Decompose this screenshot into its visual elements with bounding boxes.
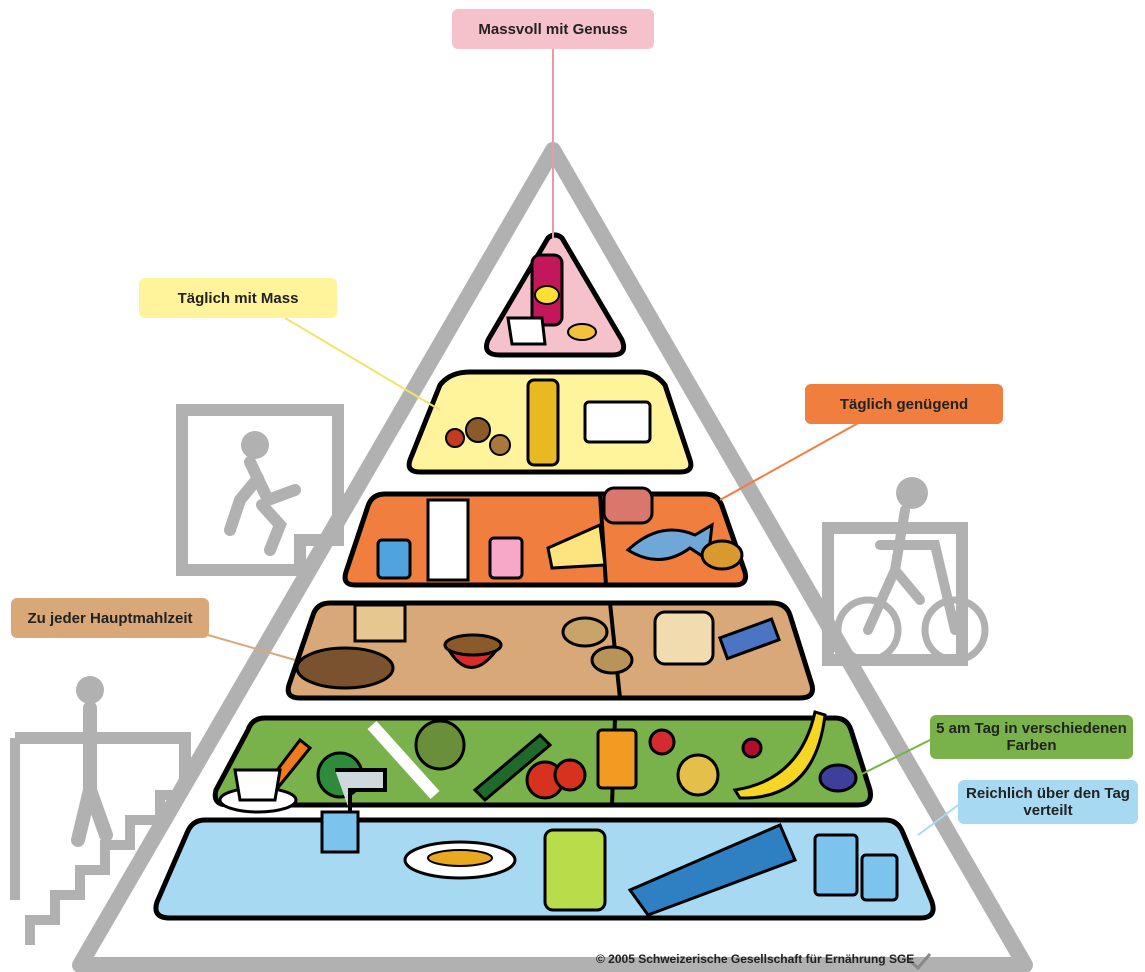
leek bbox=[367, 720, 440, 800]
milk-carton bbox=[426, 498, 470, 582]
cake-slice bbox=[506, 316, 547, 346]
leader-fats bbox=[284, 317, 441, 411]
label-zu-jeder-hauptmahlzeit: Zu jeder Hauptmahlzeit bbox=[11, 598, 209, 638]
toast bbox=[653, 610, 715, 666]
oil-bottle bbox=[526, 378, 560, 467]
butter-dish bbox=[583, 400, 652, 444]
banana bbox=[732, 710, 827, 800]
cheese bbox=[546, 522, 607, 570]
leader-water bbox=[917, 799, 966, 836]
cherries bbox=[741, 737, 763, 759]
label-taeglich-mit-mass: Täglich mit Mass bbox=[139, 278, 337, 318]
stairs-walker-icon bbox=[10, 676, 191, 945]
strawberries bbox=[648, 728, 676, 756]
cucumber bbox=[472, 732, 553, 803]
nuts bbox=[465, 417, 491, 443]
label-massvoll: Massvoll mit Genuss bbox=[452, 9, 654, 49]
label-5-am-tag: 5 am Tag in verschiedenen Farben bbox=[930, 715, 1133, 759]
tea-pitcher bbox=[543, 828, 607, 912]
protein-food-items bbox=[376, 486, 744, 582]
water-food-items bbox=[218, 768, 899, 917]
lettuce bbox=[414, 719, 466, 771]
fats-food-items bbox=[445, 378, 652, 467]
potatoes bbox=[561, 616, 609, 648]
sge-logo-icon bbox=[905, 953, 932, 971]
copyright-text: © 2005 Schweizerische Gesellschaft für E… bbox=[596, 952, 915, 966]
top-food-items bbox=[506, 253, 597, 346]
leader-protein bbox=[719, 421, 861, 501]
juice-glass bbox=[596, 728, 638, 790]
meat bbox=[602, 486, 654, 525]
chips bbox=[567, 323, 597, 341]
cyclist-icon bbox=[822, 477, 989, 666]
water-glasses bbox=[813, 833, 859, 897]
water-bottle bbox=[627, 823, 797, 917]
apple bbox=[676, 753, 720, 797]
crackers bbox=[353, 603, 407, 643]
yogurt bbox=[376, 538, 412, 580]
pyramid-outline bbox=[72, 142, 1033, 972]
pasta bbox=[717, 617, 781, 661]
label-reichlich: Reichlich über den Tag verteilt bbox=[958, 780, 1138, 824]
grains-food-items bbox=[295, 603, 781, 690]
water-tap bbox=[335, 768, 387, 812]
leader-produce bbox=[859, 739, 931, 776]
runner-icon bbox=[176, 404, 344, 576]
chicken-leg bbox=[700, 539, 744, 571]
plums bbox=[818, 763, 858, 793]
bread bbox=[295, 646, 395, 690]
label-taeglich-genuegend: Täglich genügend bbox=[805, 384, 1003, 424]
leader-grains bbox=[207, 634, 296, 661]
